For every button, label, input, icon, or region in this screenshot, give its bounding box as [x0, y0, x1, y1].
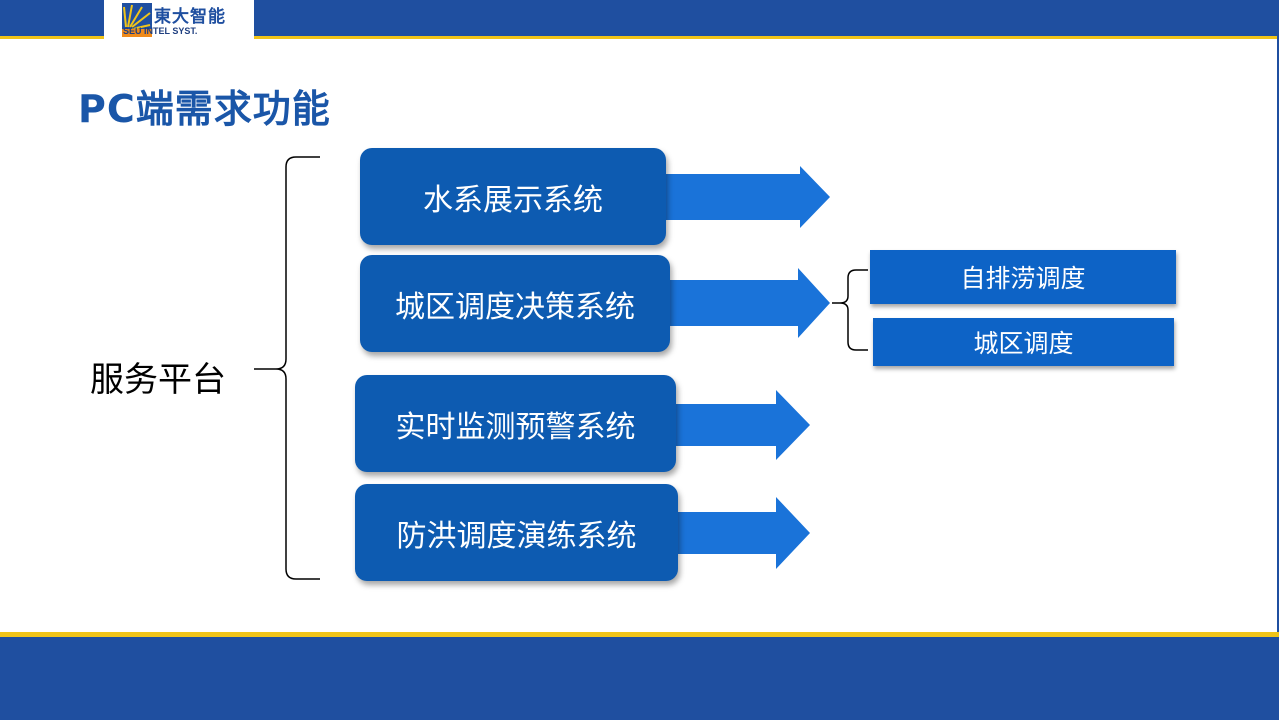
logo: 東大智能 SEU INTEL SYST. [104, 0, 254, 40]
arrow-shape [668, 268, 830, 338]
system-box: 防洪调度演练系统 [355, 484, 678, 581]
sub-brace [832, 269, 868, 351]
logo-english-text: SEU INTEL SYST. [123, 26, 198, 36]
arrow-shape [664, 166, 830, 228]
arrow-shape [674, 390, 810, 460]
main-brace [254, 156, 320, 580]
logo-chinese-text: 東大智能 [154, 7, 226, 27]
system-box: 实时监测预警系统 [355, 375, 676, 472]
root-label: 服务平台 [90, 360, 226, 400]
sub-item-box: 城区调度 [873, 318, 1174, 366]
system-box: 城区调度决策系统 [360, 255, 670, 352]
page-title: PC端需求功能 [78, 87, 331, 131]
arrow-shape [676, 497, 810, 569]
right-edge-stripe [1277, 36, 1279, 632]
system-box: 水系展示系统 [360, 148, 666, 245]
sub-item-box: 自排涝调度 [870, 250, 1176, 304]
bottom-banner [0, 632, 1279, 720]
sun-logo-icon [122, 3, 152, 37]
